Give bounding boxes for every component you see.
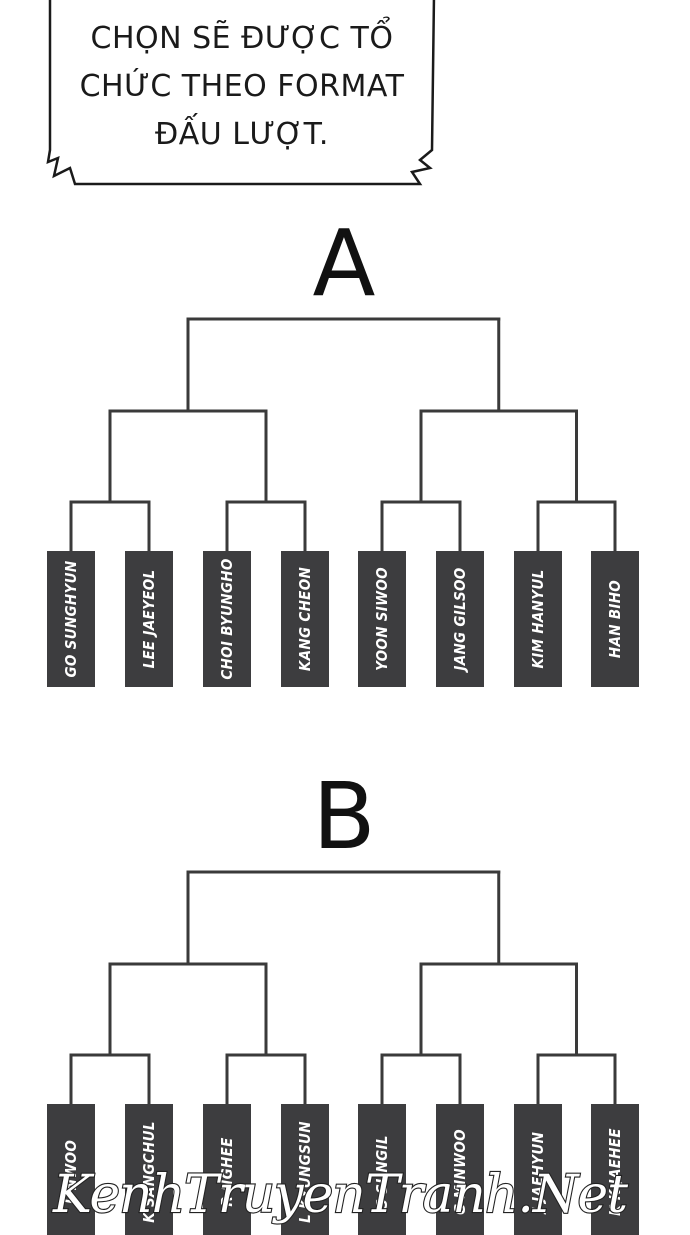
player-box: YOON SIWOO xyxy=(358,551,406,687)
player-name: GO SUNGHYUN xyxy=(62,560,80,677)
player-name: R NGHEE xyxy=(218,1137,236,1207)
player-box-bg xyxy=(203,1104,251,1235)
player-box-bg xyxy=(514,1104,562,1235)
player-name: YOON SIWOO xyxy=(373,567,391,671)
bracket-b: B L NWOO K SANGCHUL R NGHEE L KYUNGSUN S SUN… xyxy=(47,763,639,1235)
player-box-bg xyxy=(591,1104,639,1235)
caption-line-3: ĐẤU LƯỢT. xyxy=(155,113,329,152)
player-box: KIM HANYUL xyxy=(514,551,562,687)
player-name: K K JAEHEE xyxy=(606,1128,624,1216)
player-box-bg xyxy=(47,1104,95,1235)
player-name: S SUNGIL xyxy=(373,1135,391,1208)
player-name: KIM HANYUL xyxy=(529,570,547,669)
bracket-a: A GO SUNGHYUN LEE JAEYEOL CHOI BYUNGHO KANG… xyxy=(47,210,639,687)
caption-bubble-outline xyxy=(46,0,436,186)
watermark: KenhTruyenTranh.Net xyxy=(52,1165,628,1225)
player-box-bg xyxy=(436,551,484,687)
player-box-bg xyxy=(358,1104,406,1235)
player-name: L KYUNGSUN xyxy=(296,1121,314,1223)
player-name: JANG GILSOO xyxy=(451,567,469,673)
player-name: LEE JAEYEOL xyxy=(140,570,158,669)
player-box-bg xyxy=(203,551,251,687)
player-name: L NWOO xyxy=(62,1140,80,1204)
bracket-a-lines xyxy=(69,317,617,553)
player-box: LEE JAEYEOL xyxy=(125,551,173,687)
player-box-bg xyxy=(125,1104,173,1235)
player-box-bg xyxy=(436,1104,484,1235)
player-box: JANG GILSOO xyxy=(436,551,484,687)
player-box-bg xyxy=(591,551,639,687)
player-box: GO SUNGHYUN xyxy=(47,551,95,687)
player-box-bg xyxy=(281,1104,329,1235)
player-box: R NGHEE xyxy=(203,1104,251,1235)
player-box: J JAEHYUN xyxy=(514,1104,562,1235)
player-box: K SANGCHUL xyxy=(125,1104,173,1235)
player-name: K SANGCHUL xyxy=(140,1121,158,1222)
bracket-b-lines xyxy=(69,870,617,1106)
player-box: HAN BIHO xyxy=(591,551,639,687)
caption-line-2: CHỨC THEO FORMAT xyxy=(80,67,405,104)
player-name: HAN BIHO xyxy=(606,580,624,658)
player-box: K K JAEHEE xyxy=(591,1104,639,1235)
player-box-bg xyxy=(125,551,173,687)
player-box-bg xyxy=(47,551,95,687)
bracket-b-players: L NWOO K SANGCHUL R NGHEE L KYUNGSUN S SUNGI… xyxy=(47,1104,639,1235)
bracket-a-players: GO SUNGHYUN LEE JAEYEOL CHOI BYUNGHO KANG C… xyxy=(47,551,639,687)
player-name: CHOI BYUNGHO xyxy=(218,558,236,679)
player-name: G MINWOO xyxy=(451,1129,469,1215)
player-box: L KYUNGSUN xyxy=(281,1104,329,1235)
bracket-b-label: B xyxy=(312,763,375,870)
player-box: L NWOO xyxy=(47,1104,95,1235)
player-box: CHOI BYUNGHO xyxy=(203,551,251,687)
bracket-a-label: A xyxy=(313,210,376,317)
player-box-bg xyxy=(514,551,562,687)
caption-bubble: CHỌN SẼ ĐƯỢC TỔ CHỨC THEO FORMAT ĐẤU LƯỢ… xyxy=(46,0,436,186)
player-box-bg xyxy=(358,551,406,687)
player-name: J JAEHYUN xyxy=(529,1131,547,1215)
player-box: S SUNGIL xyxy=(358,1104,406,1235)
caption-line-1: CHỌN SẼ ĐƯỢC TỔ xyxy=(91,15,394,56)
player-box-bg xyxy=(281,551,329,687)
player-box: G MINWOO xyxy=(436,1104,484,1235)
player-name: KANG CHEON xyxy=(296,567,314,672)
player-box: KANG CHEON xyxy=(281,551,329,687)
